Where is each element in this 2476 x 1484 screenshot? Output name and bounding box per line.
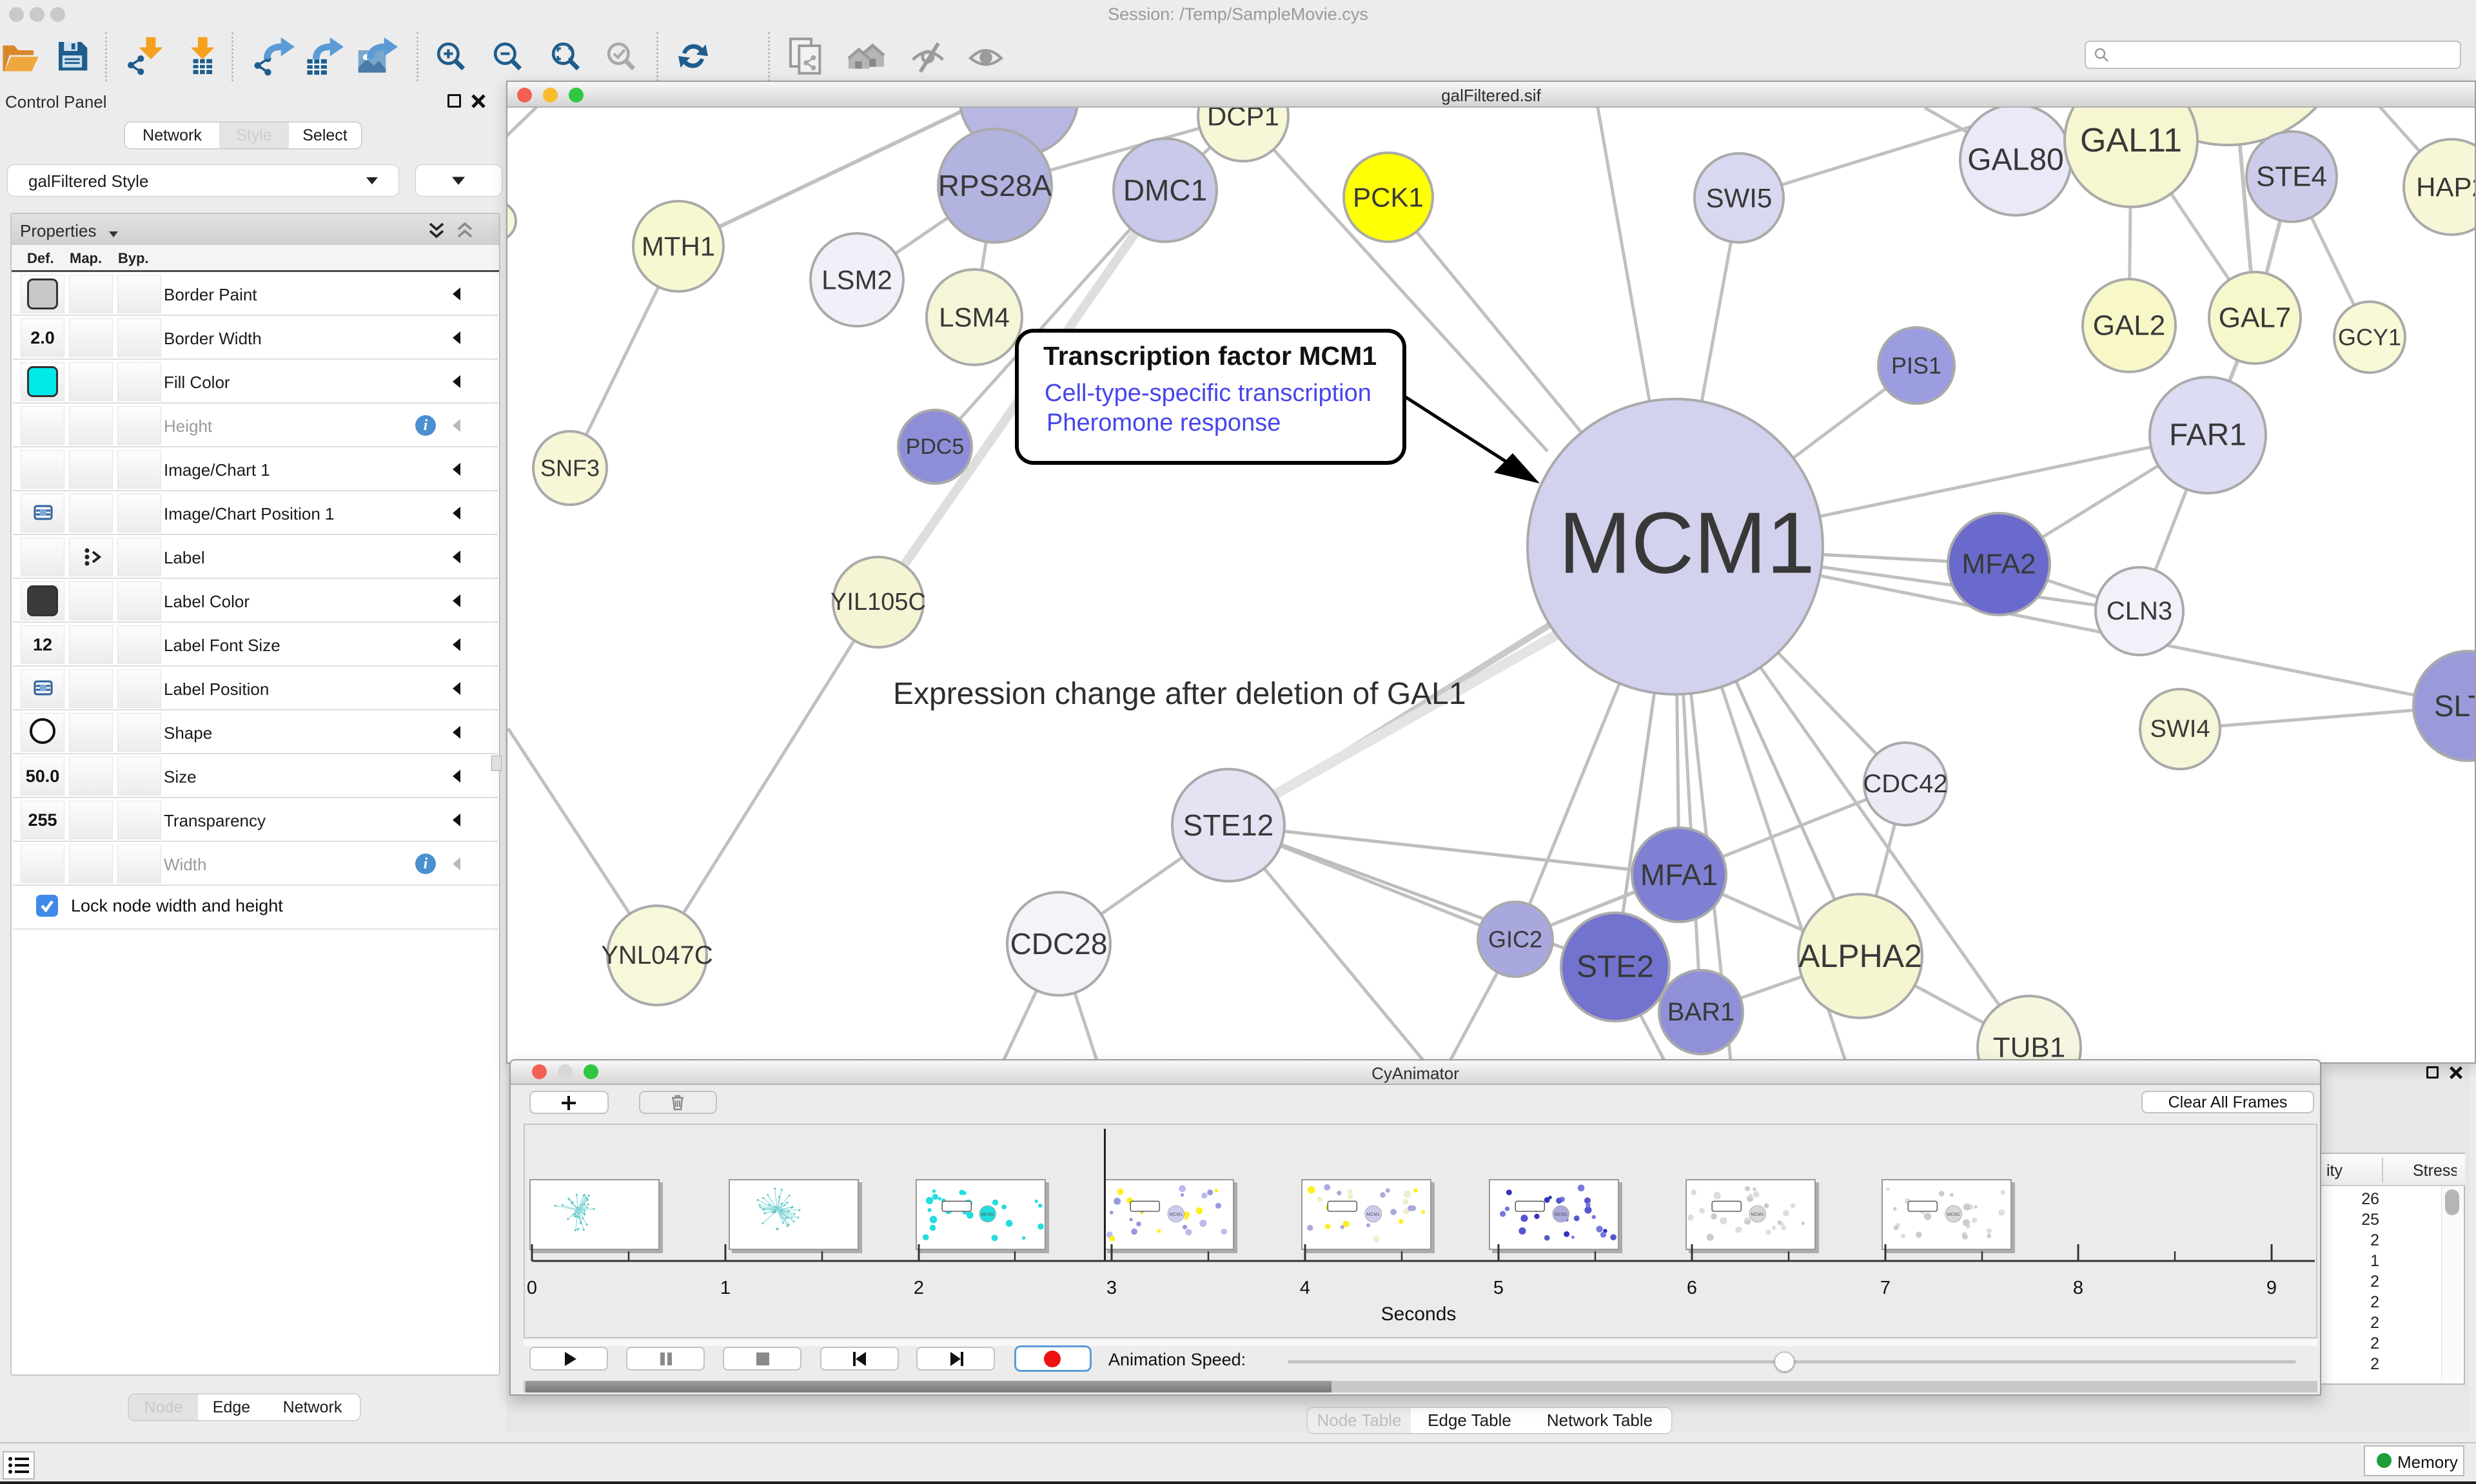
svg-text:STE2: STE2 bbox=[1577, 950, 1654, 984]
svg-text:STE12: STE12 bbox=[1183, 808, 1274, 842]
svg-text:CDC42: CDC42 bbox=[1863, 770, 1947, 798]
svg-text:YIL105C: YIL105C bbox=[830, 589, 926, 616]
svg-text:TUB1: TUB1 bbox=[1993, 1032, 2065, 1063]
svg-text:Expression change after deleti: Expression change after deletion of GAL1 bbox=[893, 677, 1466, 711]
svg-text:MCM1: MCM1 bbox=[1367, 1213, 1380, 1217]
svg-text:FAR1: FAR1 bbox=[2169, 418, 2246, 453]
svg-text:CLN3: CLN3 bbox=[2107, 597, 2172, 625]
svg-text:LSM4: LSM4 bbox=[939, 302, 1010, 333]
svg-text:STE4: STE4 bbox=[2256, 161, 2327, 193]
svg-text:Transcription factor MCM1: Transcription factor MCM1 bbox=[1043, 341, 1377, 371]
svg-text:MCM1: MCM1 bbox=[1751, 1213, 1764, 1217]
svg-text:PDC5: PDC5 bbox=[906, 434, 965, 459]
svg-text:DCP1: DCP1 bbox=[1207, 108, 1279, 132]
svg-text:GCY1: GCY1 bbox=[2338, 324, 2401, 351]
svg-text:Cell-type-specific transcripti: Cell-type-specific transcription bbox=[1045, 380, 1371, 407]
svg-text:RPS28B: RPS28B bbox=[959, 108, 1078, 114]
svg-text:MFA1: MFA1 bbox=[1640, 858, 1718, 892]
svg-text:MCM1: MCM1 bbox=[1555, 1213, 1567, 1217]
svg-text:SNF3: SNF3 bbox=[540, 455, 600, 482]
svg-text:MCM1: MCM1 bbox=[981, 1213, 994, 1217]
svg-text:HAP2: HAP2 bbox=[2416, 172, 2475, 202]
svg-text:PCK1: PCK1 bbox=[1353, 182, 1424, 213]
svg-text:MCM1: MCM1 bbox=[1558, 494, 1815, 592]
svg-text:YNL047C: YNL047C bbox=[601, 941, 712, 970]
svg-text:MCM1: MCM1 bbox=[1170, 1213, 1183, 1217]
svg-text:MTH1: MTH1 bbox=[642, 231, 715, 262]
svg-text:Pheromone response: Pheromone response bbox=[1046, 409, 1281, 436]
svg-text:PIS1: PIS1 bbox=[1891, 353, 1941, 379]
svg-text:GAL11: GAL11 bbox=[2080, 122, 2182, 159]
svg-text:RPS28A: RPS28A bbox=[938, 169, 1052, 202]
svg-text:MCM1: MCM1 bbox=[1947, 1213, 1960, 1217]
svg-text:GAL7: GAL7 bbox=[2219, 302, 2292, 334]
svg-text:MFA2: MFA2 bbox=[1962, 549, 2036, 580]
svg-text:SWI5: SWI5 bbox=[1706, 183, 1773, 213]
svg-text:CDC28: CDC28 bbox=[1010, 927, 1108, 961]
svg-text:SLT2: SLT2 bbox=[2434, 689, 2475, 723]
svg-text:ALPHA2: ALPHA2 bbox=[1798, 938, 1922, 974]
svg-text:DMC1: DMC1 bbox=[1123, 173, 1207, 207]
svg-text:GAL2: GAL2 bbox=[2093, 310, 2166, 342]
svg-text:SWI4: SWI4 bbox=[2150, 716, 2210, 743]
svg-text:LSM2: LSM2 bbox=[821, 265, 892, 295]
svg-text:GIC2: GIC2 bbox=[1488, 926, 1542, 953]
svg-text:BAR1: BAR1 bbox=[1667, 998, 1735, 1026]
svg-text:GAL80: GAL80 bbox=[1967, 143, 2063, 177]
